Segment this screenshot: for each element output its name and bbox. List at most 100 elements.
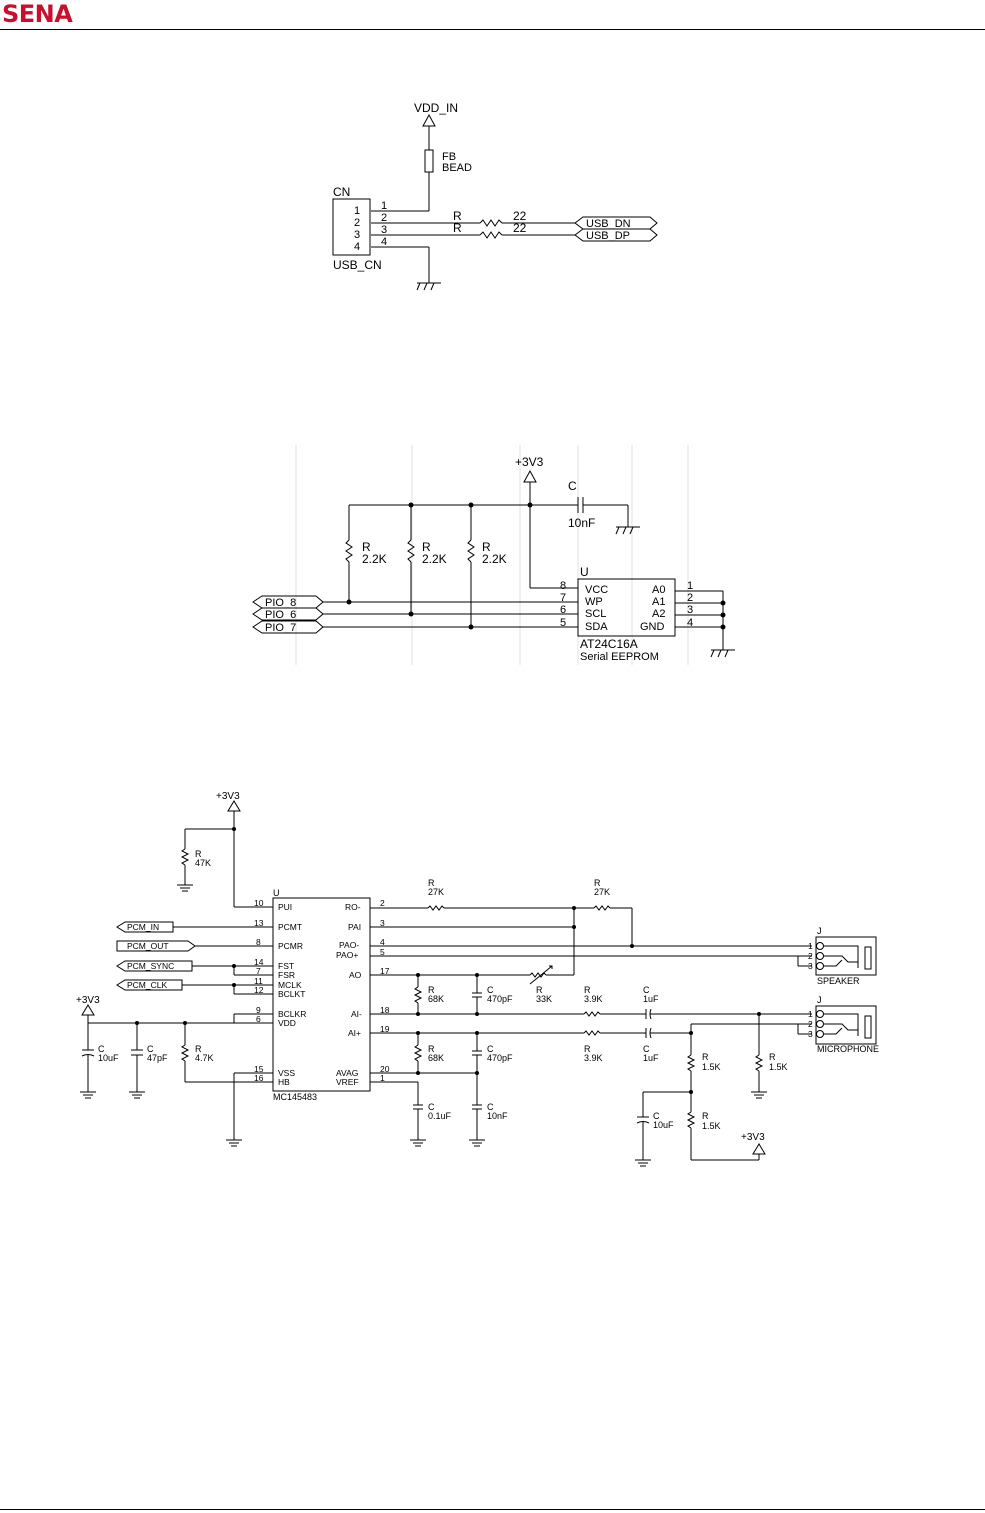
resistor-dn [479, 219, 503, 227]
r47k-resistor [180, 848, 190, 866]
r27k-second [593, 905, 611, 911]
usb-dp-net-label: USB_DP [586, 230, 630, 242]
cn-pin-2: 2 [354, 217, 360, 229]
pin18-num: 18 [380, 1005, 390, 1015]
r68k-first-ref: R [428, 985, 435, 995]
cn-pin-1: 1 [354, 205, 360, 217]
eeprom-pin-4-num: 4 [687, 617, 693, 629]
r-dp-ref: R [453, 221, 462, 235]
c1uf-second-ref: C [643, 1044, 650, 1054]
eeprom-pin-gnd: GND [640, 621, 665, 633]
pullup-resistor-3 [467, 539, 475, 563]
r15k-bias-lower [686, 1111, 696, 1129]
pin13-num: 13 [254, 918, 264, 928]
pullup-3-ref: R [482, 540, 491, 554]
r-dp-value: 22 [513, 221, 527, 235]
eeprom-schematic: +3V3 C 10nF R 2.2K R 2.2K R 2.2K PIO_8 P… [252, 445, 735, 665]
eeprom-pin-7-num: 7 [560, 592, 566, 604]
cn-name-label: USB_CN [333, 258, 382, 272]
eeprom-ground-icon [710, 649, 735, 658]
eeprom-supply-arrow-icon [523, 469, 537, 483]
pin-ao: AO [349, 970, 362, 980]
pin1-num: 1 [380, 1073, 385, 1083]
r39k-second-ref: R [584, 1044, 591, 1054]
speaker-pin-1: 1 [808, 941, 813, 951]
cap-10uf-left-ground-icon [79, 1091, 97, 1099]
pin-pui: PUI [278, 902, 292, 912]
page-header: SENA [0, 0, 985, 30]
cap-10uf-bias-ref: C [653, 1111, 660, 1121]
cn-wire-4: 4 [381, 236, 387, 248]
codec-supply-top-label: +3V3 [216, 791, 240, 802]
c1uf-first-value: 1uF [643, 994, 659, 1004]
c470pf-first-ref: C [487, 985, 494, 995]
r15k-upper-value: 1.5K [702, 1062, 721, 1072]
pcm-sync-net-label: PCM_SYNC [127, 961, 174, 971]
usb-connector-schematic: VDD_IN FB BEAD CN 1 2 3 4 1 2 3 4 USB_CN… [332, 101, 658, 291]
c470pf-first-value: 470pF [487, 994, 513, 1004]
pcm-clk-net-flag [116, 979, 183, 991]
r68k-second-value: 68K [428, 1053, 444, 1063]
pin15-num: 15 [254, 1064, 264, 1074]
pin-pcmr: PCMR [278, 941, 303, 951]
r68k-first-value: 68K [428, 994, 444, 1004]
r27k-second-ref: R [594, 878, 601, 888]
eeprom-pin-vcc: VCC [585, 584, 608, 596]
cn-wire-2: 2 [381, 212, 387, 224]
r47k-ref: R [195, 849, 202, 859]
r15k-mic-load-ground-icon [750, 1091, 768, 1099]
r47k-value: 47K [195, 858, 211, 868]
pin9-num: 9 [256, 1005, 261, 1015]
pullup-2-ref: R [422, 540, 431, 554]
eeprom-pin-a2: A2 [652, 608, 665, 620]
r27k-first-value: 27K [428, 887, 444, 897]
r47k-ground-icon [176, 884, 194, 892]
r68k-second-ref: R [428, 1044, 435, 1054]
pin-bclkr: BCLKR [278, 1009, 306, 1019]
r33k-value: 33K [536, 994, 552, 1004]
c01uf-value: 0.1uF [428, 1111, 452, 1121]
pin11-num: 11 [254, 976, 263, 986]
pin4-num: 4 [380, 937, 385, 947]
r33k-ref: R [536, 985, 543, 995]
eeprom-u-ref: U [580, 565, 589, 579]
pcm-codec-schematic: +3V3 R 47K U MC145483 10 PUI 13 PCMT 8 P… [76, 791, 879, 1167]
pin-fst: FST [278, 961, 294, 971]
codec-supply-left-arrow-icon [81, 1004, 95, 1016]
pio7-net-label: PIO_7 [265, 622, 296, 634]
pin-pai: PAI [348, 922, 361, 932]
pin17-num: 17 [380, 966, 390, 976]
pin-mclk: MCLK [278, 980, 302, 990]
pin-ro: RO- [345, 902, 361, 912]
r15k-lower-ref: R [702, 1111, 709, 1121]
pio6-net-flag [252, 607, 324, 621]
r27k-first-ref: R [428, 878, 435, 888]
fb-value-label: BEAD [442, 162, 472, 174]
pin-ai-plus: AI+ [348, 1028, 361, 1038]
cap-10uf-bias [636, 1121, 650, 1124]
pin-fsr: FSR [278, 970, 295, 980]
pin5-num: 5 [380, 947, 385, 957]
r15k-upper-ref: R [702, 1052, 709, 1062]
pin20-num: 20 [380, 1064, 390, 1074]
c10nf-ground-icon [468, 1139, 486, 1147]
pin-vdd: VDD [278, 1018, 296, 1028]
c470pf-second-value: 470pF [487, 1053, 513, 1063]
cn-pin-3: 3 [354, 229, 360, 241]
r33k-potentiometer [529, 972, 547, 978]
pin6-num: 6 [256, 1014, 261, 1024]
cap-10uf-bias-ground-icon [634, 1159, 652, 1167]
pin10-num: 10 [254, 898, 264, 908]
usb-ground-icon [416, 282, 441, 291]
r68k-first [413, 986, 423, 1004]
pullup-1-value: 2.2K [362, 552, 387, 566]
pin-pcmt: PCMT [278, 922, 302, 932]
pullup-resistor-2 [407, 539, 415, 563]
pcm-out-net-label: PCM_OUT [127, 941, 169, 951]
speaker-jack-ref: J [817, 926, 822, 936]
pullup-1-ref: R [362, 540, 371, 554]
header-divider [0, 29, 985, 30]
eeprom-pin-sda: SDA [585, 621, 608, 633]
pcm-clk-net-label: PCM_CLK [127, 980, 167, 990]
eeprom-pin-wp: WP [585, 596, 603, 608]
